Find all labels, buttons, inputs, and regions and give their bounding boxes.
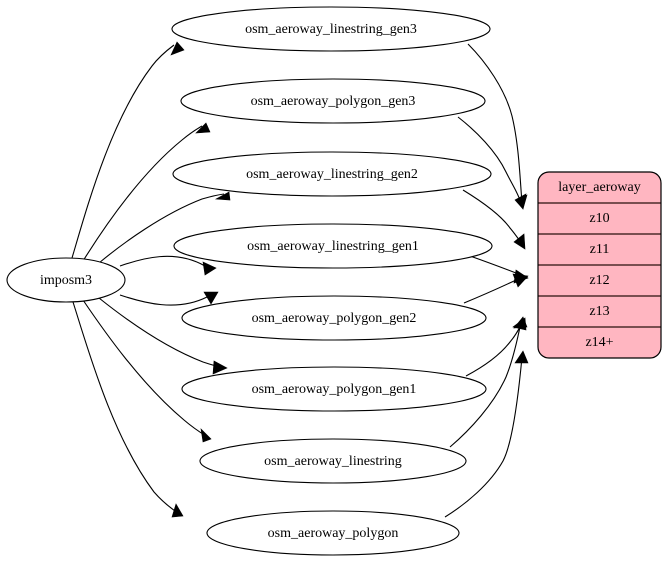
edge-polygon-gen2-to-z12 bbox=[463, 273, 529, 304]
node-osm_aeroway_linestring_gen2[interactable]: osm_aeroway_linestring_gen2 bbox=[172, 151, 492, 197]
node-imposm3-shape[interactable] bbox=[6, 257, 126, 303]
node-osm_aeroway_linestring_gen1-shape[interactable] bbox=[173, 223, 493, 269]
node-osm_aeroway_linestring-shape[interactable] bbox=[199, 438, 467, 484]
edge-imposm3-to-polygon-gen2 bbox=[119, 291, 219, 306]
edge-linestring-to-z13 bbox=[449, 316, 528, 448]
node-osm_aeroway_polygon_gen1[interactable]: osm_aeroway_polygon_gen1 bbox=[181, 366, 487, 412]
node-osm_aeroway_linestring_gen1[interactable]: osm_aeroway_linestring_gen1 bbox=[173, 223, 493, 269]
node-osm_aeroway_polygon-shape[interactable] bbox=[206, 510, 460, 556]
node-osm_aeroway_linestring_gen3-shape[interactable] bbox=[171, 6, 491, 52]
edge-group-source-to-tables bbox=[71, 41, 231, 518]
node-osm_aeroway_polygon_gen1-shape[interactable] bbox=[181, 366, 487, 412]
edge-imposm3-to-linestring-gen2 bbox=[98, 191, 231, 264]
edge-polygon-to-z14 bbox=[444, 350, 529, 518]
node-osm_aeroway_polygon_gen3-shape[interactable] bbox=[180, 78, 486, 124]
edge-imposm3-to-linestring-gen3 bbox=[71, 41, 185, 259]
node-layer_aeroway[interactable]: layer_aeroway z10 z11 z12 z13 z14+ bbox=[537, 171, 662, 359]
edge-polygon-gen3-to-z10 bbox=[457, 116, 527, 210]
node-osm_aeroway_polygon_gen3[interactable]: osm_aeroway_polygon_gen3 bbox=[180, 78, 486, 124]
node-osm_aeroway_linestring[interactable]: osm_aeroway_linestring bbox=[199, 438, 467, 484]
edge-imposm3-to-linestring-gen1 bbox=[119, 255, 217, 276]
node-imposm3[interactable]: imposm3 bbox=[6, 257, 126, 303]
edge-linestring-gen3-to-z10 bbox=[467, 43, 528, 210]
node-osm_aeroway_polygon[interactable]: osm_aeroway_polygon bbox=[206, 510, 460, 556]
edge-imposm3-to-linestring bbox=[82, 299, 212, 443]
node-osm_aeroway_linestring_gen2-shape[interactable] bbox=[172, 151, 492, 197]
edge-imposm3-to-polygon bbox=[72, 301, 184, 518]
node-osm_aeroway_polygon_gen2-shape[interactable] bbox=[181, 295, 487, 341]
node-osm_aeroway_polygon_gen2[interactable]: osm_aeroway_polygon_gen2 bbox=[181, 295, 487, 341]
layer-aeroway-outline bbox=[537, 171, 662, 359]
edge-imposm3-to-polygon-gen1 bbox=[98, 297, 228, 375]
edge-group-tables-to-layer bbox=[444, 43, 529, 518]
edge-imposm3-to-polygon-gen3 bbox=[82, 122, 211, 262]
node-osm_aeroway_linestring_gen3[interactable]: osm_aeroway_linestring_gen3 bbox=[171, 6, 491, 52]
edge-linestring-gen2-to-z11 bbox=[462, 189, 526, 250]
